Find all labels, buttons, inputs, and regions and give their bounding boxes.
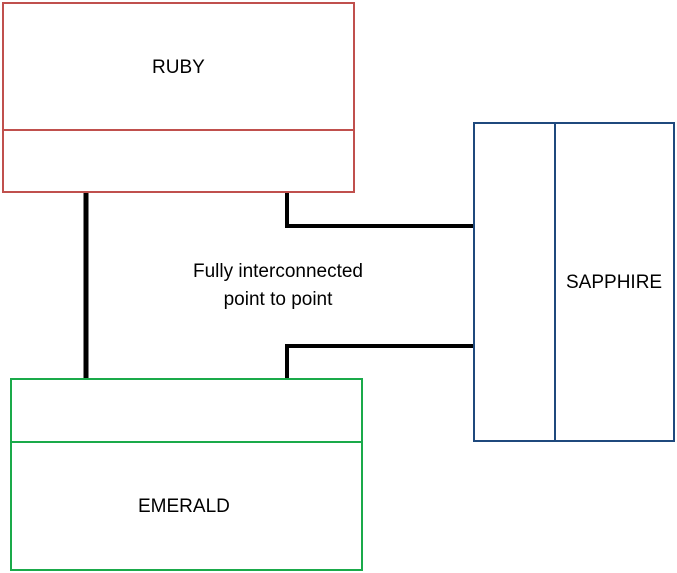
ruby-node (2, 2, 355, 193)
sapphire-label: SAPPHIRE (566, 272, 663, 293)
emerald-label: EMERALD (138, 496, 230, 517)
emerald-sapphire-link (285, 344, 474, 378)
caption-line-2: point to point (223, 289, 333, 310)
caption-line-1: Fully interconnected (192, 261, 364, 282)
ruby-label: RUBY (152, 57, 205, 78)
ruby-sapphire-link (285, 193, 474, 228)
sapphire-divider (554, 124, 556, 440)
emerald-node (10, 378, 363, 571)
sapphire-node (473, 122, 675, 442)
interconnect-caption: Fully interconnected point to point (160, 258, 396, 314)
emerald-divider (12, 441, 361, 443)
ruby-divider (4, 129, 353, 131)
